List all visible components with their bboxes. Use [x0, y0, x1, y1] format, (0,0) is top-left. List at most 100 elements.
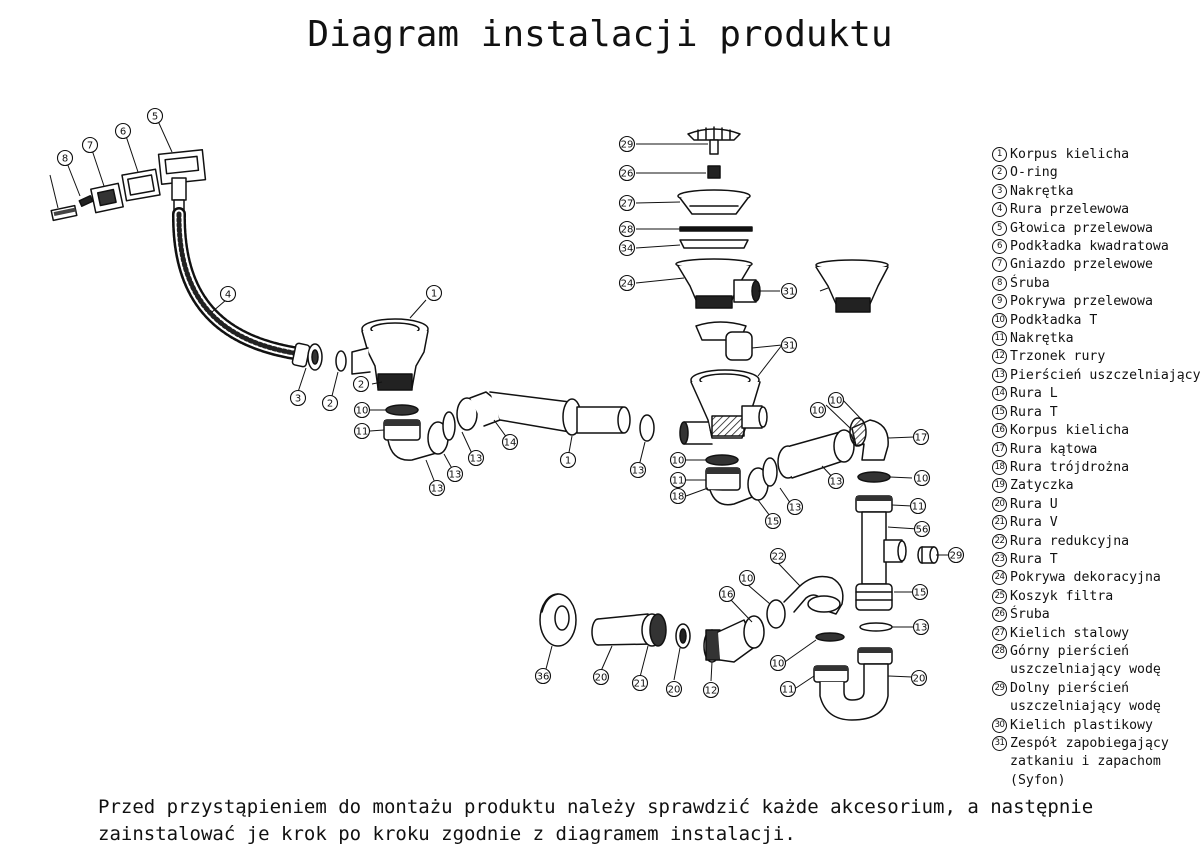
callout-17: 17: [912, 428, 930, 446]
legend-label: Rura trójdrożna: [1010, 459, 1130, 475]
legend-label: Górny pierścień uszczelniający wodę: [1010, 643, 1161, 678]
legend-label: Nakrętka: [1010, 331, 1074, 347]
callout-number: 4: [225, 290, 231, 301]
legend-label: Koszyk filtra: [1010, 588, 1114, 604]
overflow-head-part: [157, 149, 207, 215]
instruction-note: Przed przystąpieniem do montażu produktu…: [98, 794, 1178, 848]
screw-26-part: [707, 165, 721, 179]
callout-24: 24: [618, 274, 636, 292]
callout-27: 27: [618, 194, 636, 212]
legend-label: Korpus kielicha: [1010, 423, 1130, 439]
callout-number: 36: [537, 672, 550, 683]
callout-number: 27: [621, 199, 634, 210]
callout-56: 56: [913, 520, 931, 538]
v-ring-part: [675, 623, 691, 649]
upper-seal-part: [679, 226, 753, 232]
callout-5: 5: [146, 107, 164, 125]
legend-number: 5: [992, 220, 1007, 236]
callout-13: 13: [467, 449, 485, 467]
callout-20: 20: [592, 668, 610, 686]
legend-label: Dolny pierścień uszczelniający wodę: [1010, 680, 1161, 715]
legend-number: 11: [992, 331, 1007, 347]
callout-13: 13: [428, 479, 446, 497]
legend-label: Śruba: [1010, 607, 1050, 623]
legend-number: 20: [992, 496, 1007, 512]
overflow-screw-part: [78, 194, 94, 208]
instruction-line-1: Przed przystąpieniem do montażu produktu…: [98, 796, 1094, 818]
callout-number: 34: [621, 244, 634, 255]
steel-flange-part: [677, 189, 751, 215]
u-pipe-part: [591, 613, 667, 647]
legend-label: Śruba: [1010, 275, 1050, 291]
lower-seal-part: [679, 239, 749, 249]
reduction-pipe-part: [743, 575, 844, 649]
legend-label: Rura T: [1010, 404, 1058, 420]
legend-number: 23: [992, 551, 1007, 567]
plastic-flange-part: [539, 593, 577, 647]
callout-number: 21: [634, 679, 647, 690]
callout-34: 34: [618, 239, 636, 257]
callout-10: 10: [353, 401, 371, 419]
legend-number: 14: [992, 386, 1007, 402]
left-washer-part: [385, 404, 419, 416]
legend-number: 28: [992, 643, 1007, 659]
legend-number: 1: [992, 147, 1007, 162]
basket-strainer-part: [687, 126, 741, 155]
callout-16: 16: [718, 585, 736, 603]
callout-number: 3: [295, 394, 301, 405]
callout-15: 15: [764, 512, 782, 530]
callout-10: 10: [809, 401, 827, 419]
callout-15: 15: [911, 583, 929, 601]
angle-pipe-part: [849, 417, 889, 461]
callout-number: 6: [120, 127, 126, 138]
legend-number: 15: [992, 404, 1007, 420]
callout-21: 21: [631, 674, 649, 692]
legend-label: Trzonek rury: [1010, 349, 1106, 365]
second-basket-body-part: [815, 259, 889, 313]
callout-number: 56: [916, 525, 929, 536]
legend-number: 4: [992, 202, 1007, 218]
callout-number: 29: [621, 140, 634, 151]
horizontal-pipe-part: [777, 429, 855, 479]
callout-number: 2: [327, 399, 333, 410]
callout-number: 15: [914, 588, 927, 599]
legend-label: Podkładka T: [1010, 312, 1098, 328]
callout-number: 20: [668, 685, 681, 696]
callout-11: 11: [353, 422, 371, 440]
legend-label: Pokrywa dekoracyjna: [1010, 570, 1161, 586]
callout-number: 10: [356, 406, 369, 417]
callout-number: 1: [431, 289, 437, 300]
callout-number: 10: [772, 659, 785, 670]
legend-label: Rura przelewowa: [1010, 202, 1130, 218]
callout-number: 28: [621, 225, 634, 236]
callout-number: 10: [812, 406, 825, 417]
callout-number: 14: [504, 438, 517, 449]
callout-number: 13: [632, 466, 645, 477]
legend-number: 16: [992, 423, 1007, 439]
callout-11: 11: [669, 471, 687, 489]
overflow-cap-part: [50, 204, 78, 222]
legend-label: Rura redukcyjna: [1010, 533, 1130, 549]
callout-11: 11: [909, 497, 927, 515]
legend-label: Rura kątowa: [1010, 441, 1098, 457]
callout-1: 1: [559, 451, 577, 469]
legend-label: Zatyczka: [1010, 478, 1074, 494]
callout-number: 20: [913, 674, 926, 685]
